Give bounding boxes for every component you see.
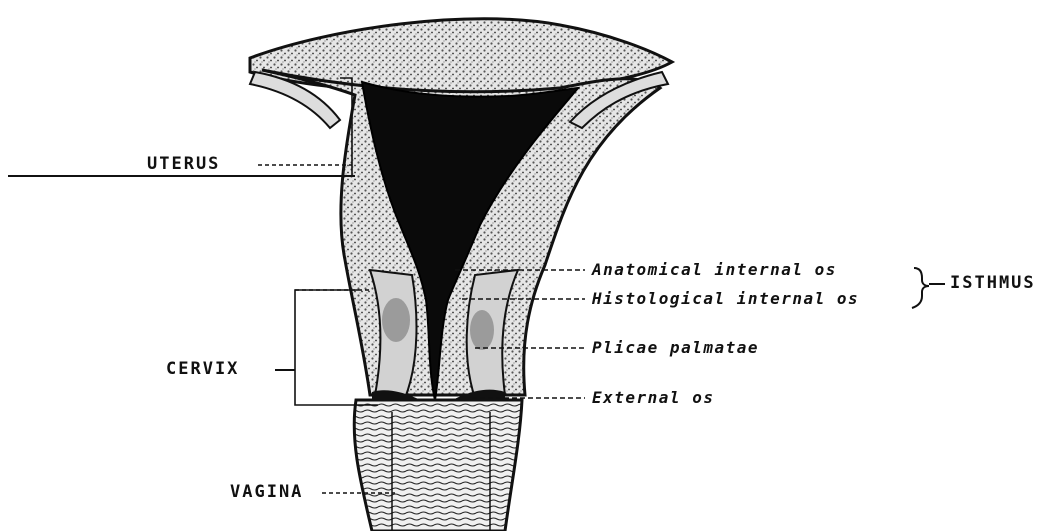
label-cervix: CERVIX bbox=[166, 361, 239, 378]
label-vagina: VAGINA bbox=[230, 484, 303, 501]
label-uterus: UTERUS bbox=[147, 156, 220, 173]
label-anatomical-internal-os: Anatomical internal os bbox=[592, 262, 837, 278]
vagina bbox=[354, 400, 522, 531]
label-isthmus: ISTHMUS bbox=[950, 275, 1036, 292]
label-external-os: External os bbox=[592, 390, 714, 406]
label-plicae-palmatae: Plicae palmatae bbox=[592, 340, 759, 356]
label-histological-internal-os: Histological internal os bbox=[592, 291, 859, 307]
